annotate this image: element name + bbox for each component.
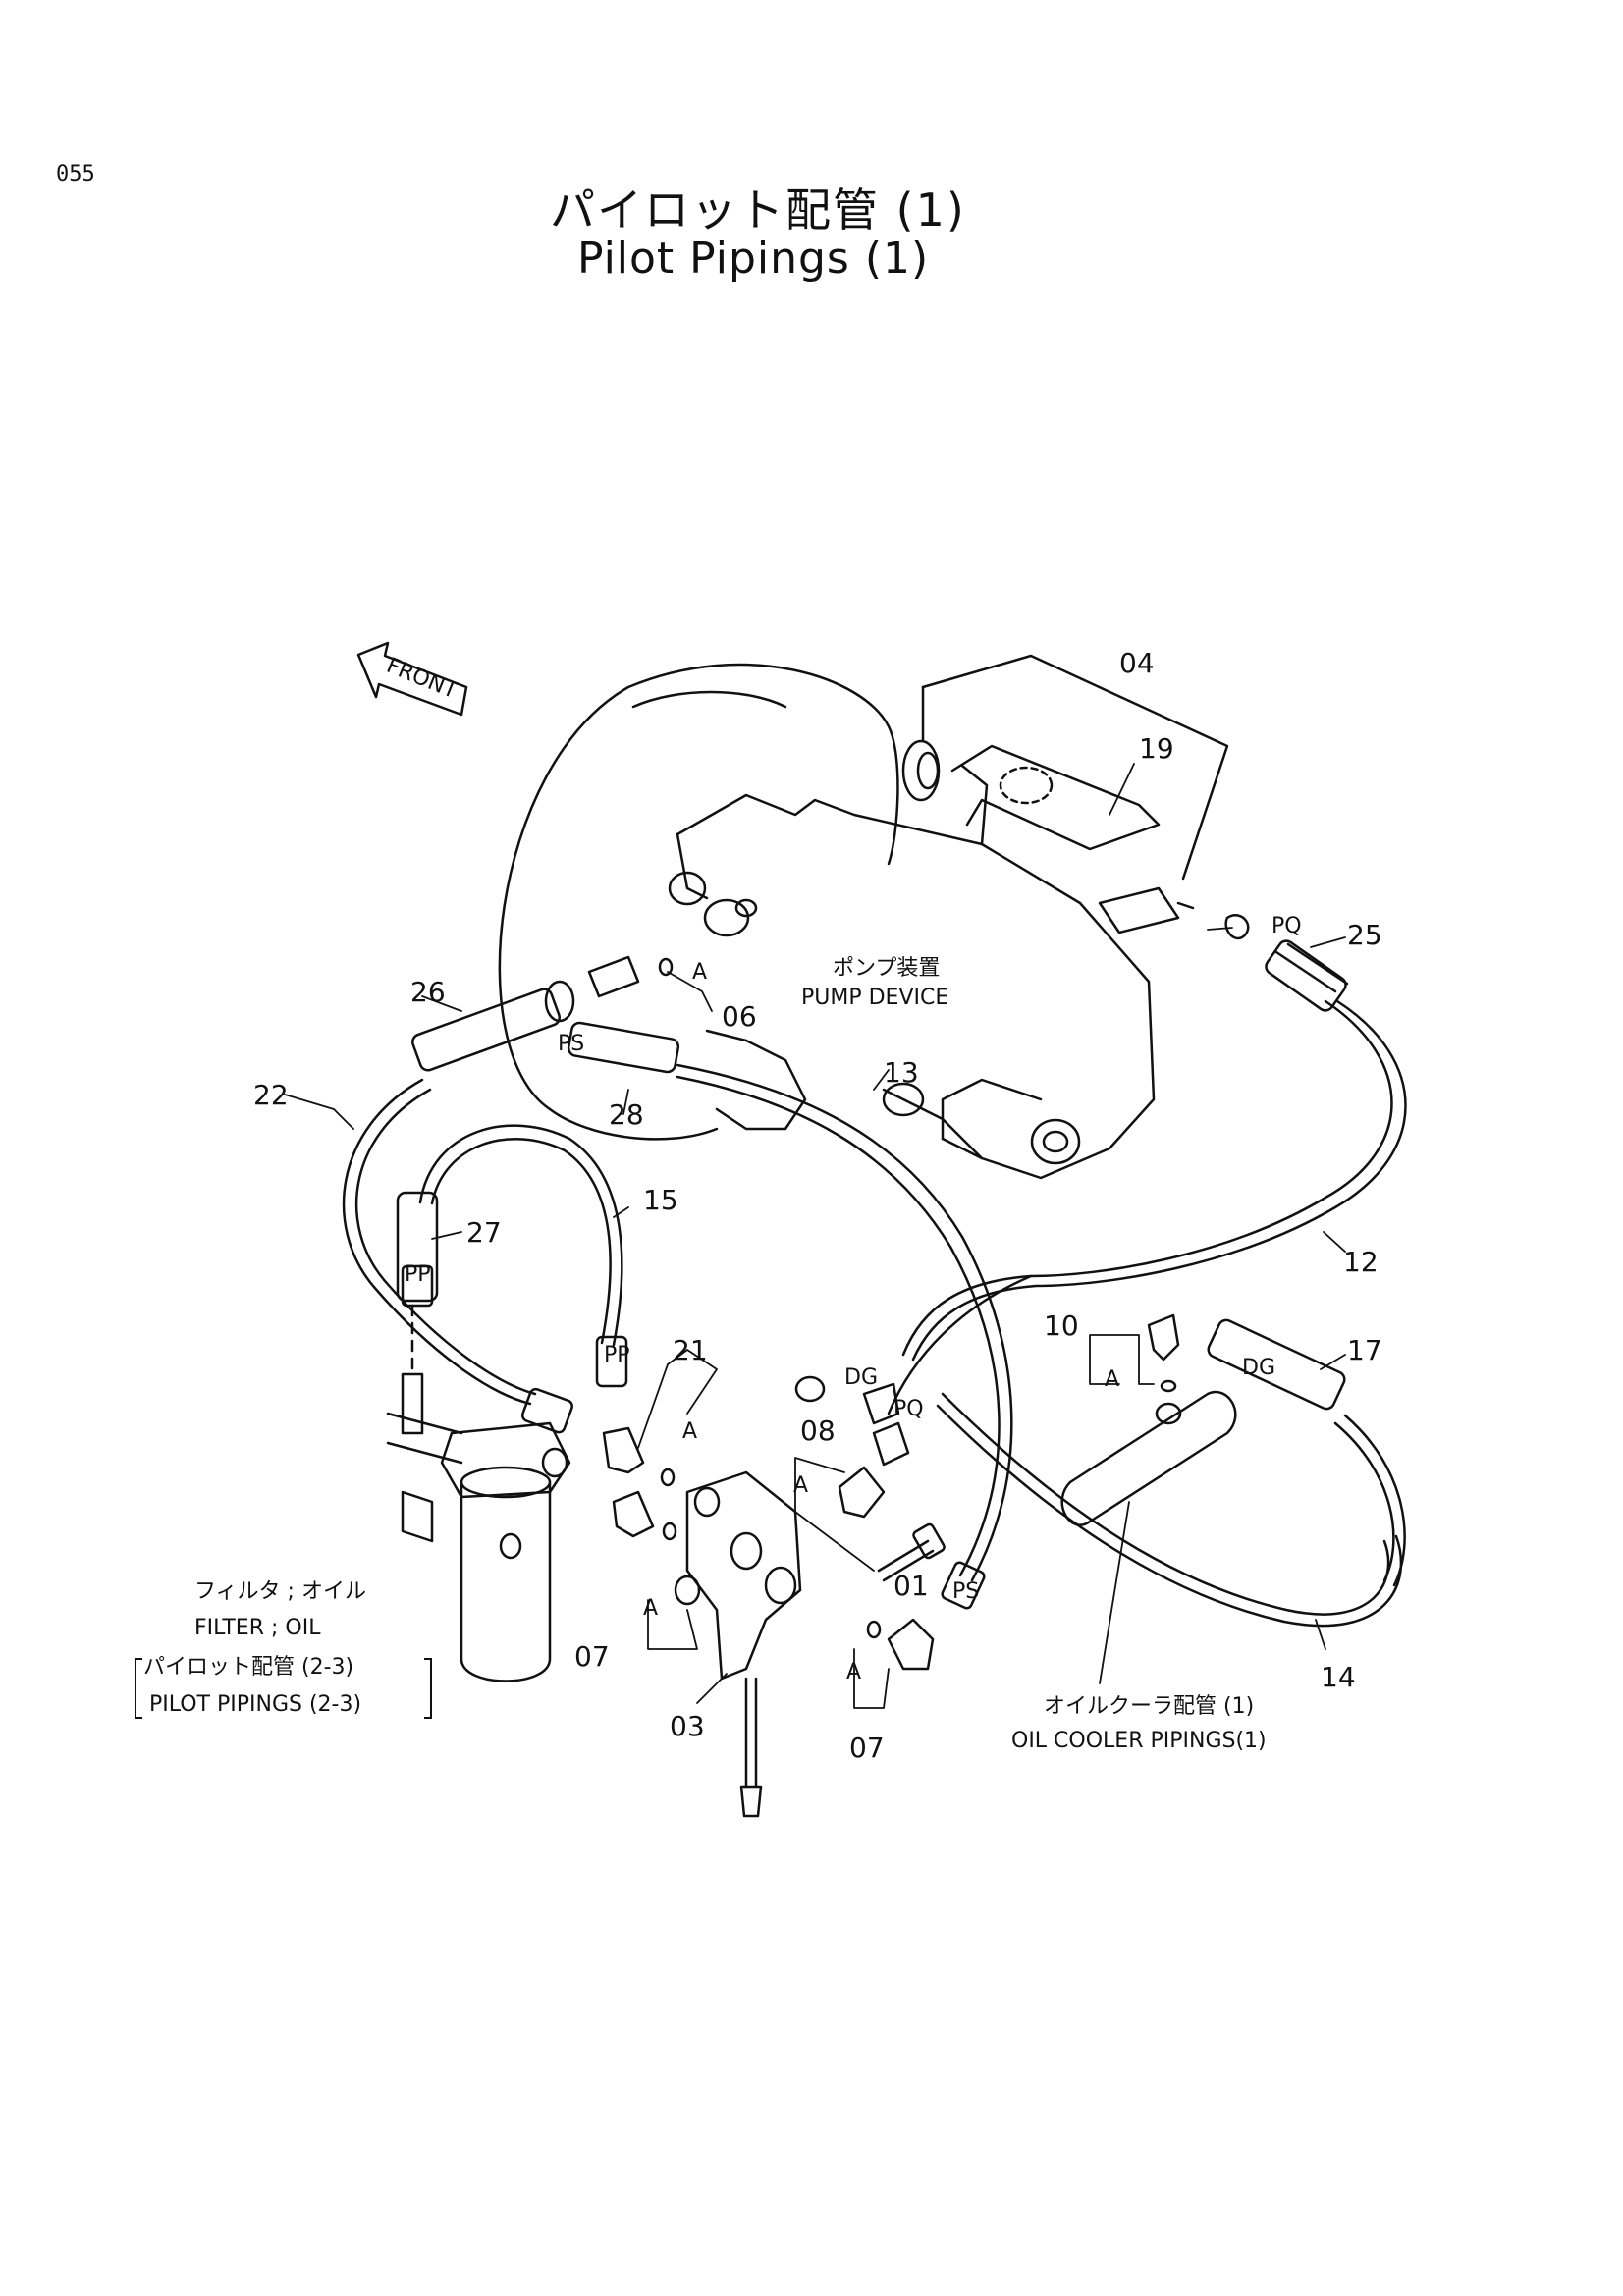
filter-caption-ref-jp: パイロット配管 (2-3) bbox=[143, 1655, 353, 1680]
filter-caption-ref-en: PILOT PIPINGS (2-3) bbox=[149, 1692, 361, 1717]
part-number-12: 12 bbox=[1343, 1246, 1379, 1278]
coupling-25 bbox=[1265, 939, 1349, 1012]
oil-cooler-caption-en: OIL COOLER PIPINGS(1) bbox=[1011, 1729, 1267, 1753]
oil-cooler-caption-jp: オイルクーラ配管 (1) bbox=[1044, 1694, 1254, 1719]
part-number-07-right: 07 bbox=[849, 1732, 885, 1764]
part-number-28: 28 bbox=[609, 1098, 644, 1131]
fitting-pp-right bbox=[595, 1335, 628, 1388]
detail-label-a-fitting-08: A bbox=[793, 1473, 808, 1498]
part-number-27: 27 bbox=[466, 1216, 502, 1249]
part-number-06: 06 bbox=[722, 1000, 757, 1033]
leader-lines bbox=[284, 763, 1346, 1709]
part-number-19: 19 bbox=[1139, 732, 1174, 765]
part-number-07-left: 07 bbox=[574, 1640, 610, 1673]
part-number-25: 25 bbox=[1347, 919, 1382, 951]
port-label-pp-right: PP bbox=[604, 1343, 630, 1367]
detail-label-a-fitting-21: A bbox=[682, 1419, 697, 1444]
port-label-ps-lower: PS bbox=[952, 1579, 979, 1604]
part-number-15: 15 bbox=[643, 1184, 678, 1216]
port-label-dg-left: DG bbox=[844, 1365, 878, 1390]
hose-12 bbox=[901, 999, 1407, 1362]
part-number-14: 14 bbox=[1321, 1661, 1356, 1693]
coupling-26 bbox=[411, 980, 575, 1072]
fitting-ps-lower bbox=[941, 1561, 986, 1610]
hose-pq-to-valve bbox=[887, 1274, 1033, 1415]
bolt-01 bbox=[877, 1522, 946, 1582]
front-arrow-label: FRONT bbox=[383, 654, 461, 705]
port-label-pq-center: PQ bbox=[893, 1397, 924, 1421]
port-label-pp-left: PP bbox=[405, 1262, 431, 1287]
hose-14 bbox=[936, 1392, 1403, 1628]
part-number-17: 17 bbox=[1347, 1334, 1382, 1366]
port-label-dg-right: DG bbox=[1242, 1356, 1275, 1380]
fitting-pq-center bbox=[872, 1421, 910, 1467]
part-number-10: 10 bbox=[1044, 1309, 1079, 1342]
page-number: 055 bbox=[56, 162, 95, 187]
fitting-07-left bbox=[612, 1490, 677, 1541]
front-arrow-icon bbox=[356, 641, 468, 717]
oil-filter-drawing bbox=[386, 1304, 571, 1682]
filter-caption-bracket bbox=[135, 1658, 432, 1719]
fitting-08 bbox=[838, 1466, 886, 1519]
coupling-28 bbox=[567, 1021, 680, 1074]
page-title-english: Pilot Pipings (1) bbox=[577, 234, 930, 284]
port-label-pq-top: PQ bbox=[1271, 914, 1302, 938]
fitting-07-right bbox=[866, 1618, 935, 1671]
part-number-22: 22 bbox=[253, 1079, 289, 1111]
oil-cooler-pipe bbox=[1060, 1390, 1237, 1526]
detail-label-a-fitting-07-right: A bbox=[846, 1660, 861, 1684]
hose-17 bbox=[1333, 1414, 1406, 1587]
hose-22 bbox=[342, 1078, 537, 1406]
pump-device-drawing bbox=[498, 663, 1156, 1180]
part-number-13: 13 bbox=[884, 1056, 919, 1089]
pump-device-label-en: PUMP DEVICE bbox=[801, 986, 948, 1010]
fitting-assembly-04 bbox=[901, 654, 1250, 940]
port-label-ps-top: PS bbox=[558, 1032, 584, 1056]
fitting-21 bbox=[602, 1426, 676, 1487]
fitting-dg-left bbox=[794, 1375, 900, 1425]
detail-label-a-pump: A bbox=[692, 960, 707, 985]
detail-label-a-fitting-10: A bbox=[1105, 1367, 1119, 1392]
fitting-10 bbox=[1147, 1313, 1180, 1393]
page-title-japanese: パイロット配管 (1) bbox=[550, 184, 966, 237]
part-number-08: 08 bbox=[800, 1415, 836, 1447]
fitting-22-end bbox=[520, 1387, 573, 1434]
detail-label-a-fitting-07-left: A bbox=[643, 1596, 658, 1621]
valve-block-03 bbox=[674, 1470, 802, 1818]
pump-device-label-jp: ポンプ装置 bbox=[833, 956, 940, 981]
fitting-06 bbox=[587, 955, 674, 998]
coupling-27 bbox=[396, 1191, 439, 1308]
filter-caption-en: FILTER ; OIL bbox=[194, 1616, 321, 1640]
hose-15 bbox=[418, 1124, 623, 1347]
part-number-04: 04 bbox=[1119, 647, 1155, 679]
hose-13 bbox=[676, 1063, 1013, 1582]
part-number-03: 03 bbox=[670, 1710, 705, 1742]
filter-caption-jp: フィルタ ; オイル bbox=[194, 1579, 366, 1604]
part-number-21: 21 bbox=[673, 1334, 708, 1366]
part-number-01: 01 bbox=[893, 1570, 929, 1602]
part-number-26: 26 bbox=[410, 976, 446, 1008]
coupling-17 bbox=[1207, 1318, 1346, 1411]
